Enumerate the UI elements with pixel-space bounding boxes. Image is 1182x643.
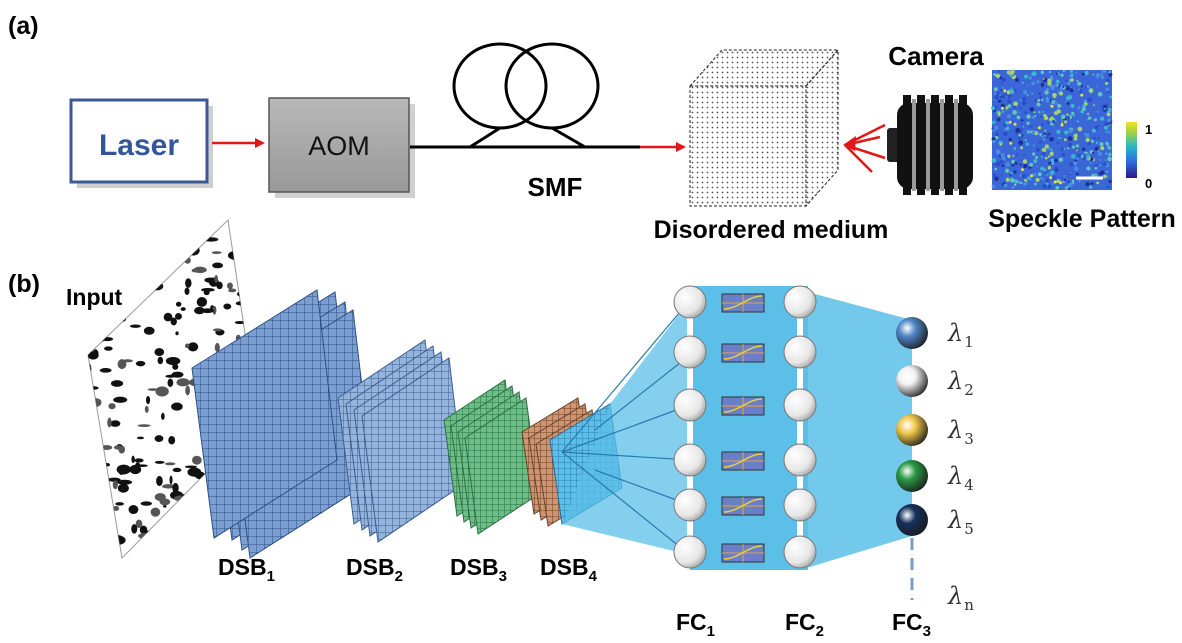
dsb-labels: DSB1 DSB2 DSB3 DSB4 — [218, 554, 598, 585]
fc1-node — [673, 488, 707, 522]
fc-labels: FC1 FC2 FC3 — [676, 609, 931, 640]
activation-function-box — [721, 293, 765, 313]
lambda-label: λn — [947, 582, 974, 614]
activation-boxes — [721, 293, 765, 563]
camera-label: Camera — [888, 41, 984, 71]
smf-label: SMF — [528, 172, 583, 202]
fc3-output-node — [896, 504, 928, 536]
dsb-label: DSB4 — [540, 554, 598, 585]
dsb1-stack — [191, 289, 374, 559]
aom-label: AOM — [308, 131, 370, 161]
fc2-node — [783, 285, 817, 319]
laser-label: Laser — [99, 129, 179, 162]
lambda-label: λ2 — [947, 367, 974, 399]
fc-label: FC2 — [785, 609, 824, 640]
lambda-label: λ1 — [947, 319, 974, 351]
fc3-output-node — [896, 414, 928, 446]
fc-label: FC1 — [676, 609, 715, 640]
fc1-bar — [687, 300, 693, 555]
activation-function-box — [721, 451, 765, 471]
fc3-output-node — [896, 365, 928, 397]
fc1-fc2-panel — [690, 286, 808, 570]
laser-box: Laser — [69, 98, 213, 188]
camera-icon — [887, 95, 973, 195]
fc-connection-fan — [561, 299, 691, 556]
colorbar — [1126, 122, 1137, 178]
lambda-label: λ4 — [947, 462, 974, 494]
panel-b-label: (b) — [8, 270, 40, 298]
fc3-nodes — [896, 317, 928, 536]
fc1-node — [673, 335, 707, 369]
fc2-node — [783, 488, 817, 522]
scatter-arrows — [843, 123, 886, 173]
fc1-node — [673, 285, 707, 319]
fc2-bar — [797, 300, 803, 555]
fc-label: FC3 — [892, 609, 931, 640]
input-label: Input — [66, 284, 123, 310]
speckle-label: Speckle Pattern — [988, 205, 1176, 233]
aom-box: AOM — [268, 97, 415, 198]
colorbar-min: 0 — [1145, 176, 1152, 191]
speckle-image — [991, 69, 1113, 191]
panel-a-label: (a) — [8, 12, 39, 40]
dsb-label: DSB3 — [450, 554, 507, 585]
activation-function-box — [721, 396, 765, 416]
medium-label: Disordered medium — [654, 216, 889, 244]
fc2-node — [783, 335, 817, 369]
fc2-node — [783, 388, 817, 422]
dsb3-stack — [443, 379, 540, 535]
fc1-node — [673, 535, 707, 569]
fc2-node — [783, 443, 817, 477]
disordered-medium-cube — [688, 48, 840, 208]
lambda-labels: λ1 λ2 λ3 λ4 λ5 λn — [947, 319, 974, 614]
lambda-label: λ3 — [947, 416, 974, 448]
fc2-node — [783, 535, 817, 569]
dsb-label: DSB2 — [346, 554, 403, 585]
fc1-node — [673, 443, 707, 477]
colorbar-max: 1 — [1145, 122, 1152, 137]
fc3-output-node — [896, 460, 928, 492]
fc2-fc3-panel — [800, 290, 912, 570]
activation-function-box — [721, 343, 765, 363]
dsb2-stack — [337, 339, 465, 543]
fc1-nodes — [673, 285, 707, 569]
lambda-label: λ5 — [947, 506, 974, 538]
activation-function-box — [721, 496, 765, 516]
dsb-label: DSB1 — [218, 554, 275, 585]
activation-function-box — [721, 543, 765, 563]
fc3-output-node — [896, 317, 928, 349]
fc2-nodes — [783, 285, 817, 569]
smf-fiber — [410, 42, 640, 149]
fc1-node — [673, 388, 707, 422]
